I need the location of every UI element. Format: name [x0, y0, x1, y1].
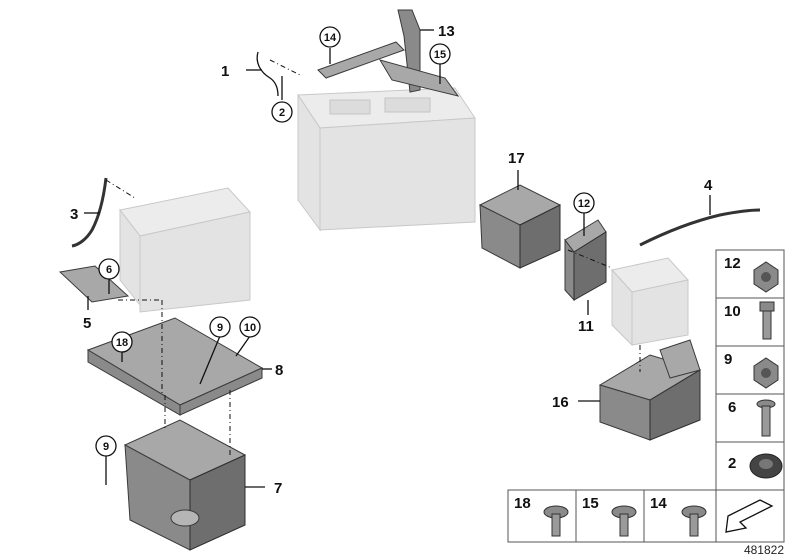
large-battery-lid-right — [384, 97, 431, 113]
label-17: 17 — [508, 150, 525, 167]
screw-shaft-icon — [761, 405, 771, 437]
label-13: 13 — [438, 23, 455, 40]
cover-11 — [564, 219, 607, 302]
small-battery — [611, 257, 689, 347]
label-9a: 9 — [103, 441, 109, 453]
support-7-hole — [170, 509, 200, 527]
box-17-right — [519, 204, 561, 269]
box-17 — [478, 184, 562, 269]
side-panel-cell-6 — [715, 393, 785, 443]
label-8: 8 — [275, 362, 283, 379]
circle-15 — [429, 43, 451, 65]
label-18: 18 — [116, 337, 128, 349]
large-battery-front — [319, 117, 476, 231]
label-16: 16 — [552, 394, 569, 411]
bracket-14-arm — [317, 41, 405, 79]
tray-8-edge-right — [179, 367, 263, 416]
label-11: 11 — [578, 318, 594, 335]
cable-4 — [639, 208, 761, 247]
cover-16 — [598, 339, 702, 441]
label-10: 10 — [244, 322, 256, 334]
label-3: 3 — [70, 206, 78, 223]
support-7-right — [189, 454, 246, 551]
support-7 — [123, 419, 247, 551]
dash-line-11 — [567, 249, 613, 269]
side-panel-label-12: 12 — [724, 255, 741, 272]
circle-10 — [239, 316, 261, 338]
cable-3 — [71, 177, 108, 248]
medium-battery-front — [139, 211, 251, 313]
cover-11-front — [573, 231, 607, 301]
small-battery-front — [631, 279, 689, 346]
direction-arrow-icon — [725, 499, 774, 533]
bottom-panel-cell-14 — [643, 489, 717, 543]
circle-6 — [98, 258, 120, 280]
side-panel: 12 10 9 6 2 — [715, 249, 785, 491]
medium-battery — [119, 187, 251, 313]
bottom-panel-cell-18 — [507, 489, 577, 543]
label-5: 5 — [83, 315, 91, 332]
side-panel-label-10: 10 — [724, 303, 741, 320]
hex-nut-hole-icon — [761, 272, 771, 282]
circle-2 — [271, 101, 293, 123]
bracket-15-plate — [378, 59, 460, 97]
dash-line-3 — [105, 179, 136, 199]
collar-screw-14-shaft-icon — [689, 513, 699, 537]
bottom-panel-label-15: 15 — [582, 495, 599, 512]
bottom-panel-label-14: 14 — [650, 495, 667, 512]
circle-18 — [111, 331, 133, 353]
circle-9a — [95, 435, 117, 457]
hex-bolt-head-icon — [759, 301, 775, 312]
label-14: 14 — [324, 32, 337, 44]
side-panel-label-9: 9 — [724, 351, 732, 368]
diagram-reference-number: 481822 — [744, 543, 784, 557]
label-2: 2 — [279, 107, 285, 119]
tray-8-base — [86, 317, 264, 406]
cable-1 — [256, 51, 279, 97]
label-4: 4 — [704, 177, 713, 194]
hex-bolt-shaft-icon — [762, 310, 772, 340]
bottom-panel-label-18: 18 — [514, 495, 531, 512]
side-panel-label-2: 2 — [728, 455, 736, 472]
large-battery-lid-left — [329, 99, 371, 115]
circle-14 — [319, 26, 341, 48]
cover-16-tab — [659, 339, 701, 379]
dash-line-1 — [269, 59, 301, 76]
label-9b: 9 — [217, 322, 223, 334]
collar-screw-15-shaft-icon — [619, 513, 629, 537]
side-panel-label-6: 6 — [728, 399, 736, 416]
bottom-panel: 18 15 14 — [507, 489, 785, 543]
leader-9b — [199, 335, 221, 385]
label-6: 6 — [106, 264, 112, 276]
flange-nut-hole-icon — [761, 368, 771, 378]
label-15: 15 — [434, 49, 446, 61]
large-battery — [297, 87, 476, 232]
bracket-5 — [58, 265, 130, 303]
label-7: 7 — [274, 480, 282, 497]
circle-9b — [209, 316, 231, 338]
grommet-hole-icon — [759, 459, 773, 469]
collar-screw-18-shaft-icon — [551, 513, 561, 537]
cover-16-right — [649, 369, 701, 441]
tray-8 — [86, 317, 264, 416]
leader-10 — [235, 335, 251, 357]
label-12: 12 — [578, 198, 590, 210]
label-1: 1 — [221, 63, 229, 80]
circle-12 — [573, 192, 595, 214]
bracket-13 — [317, 9, 460, 97]
